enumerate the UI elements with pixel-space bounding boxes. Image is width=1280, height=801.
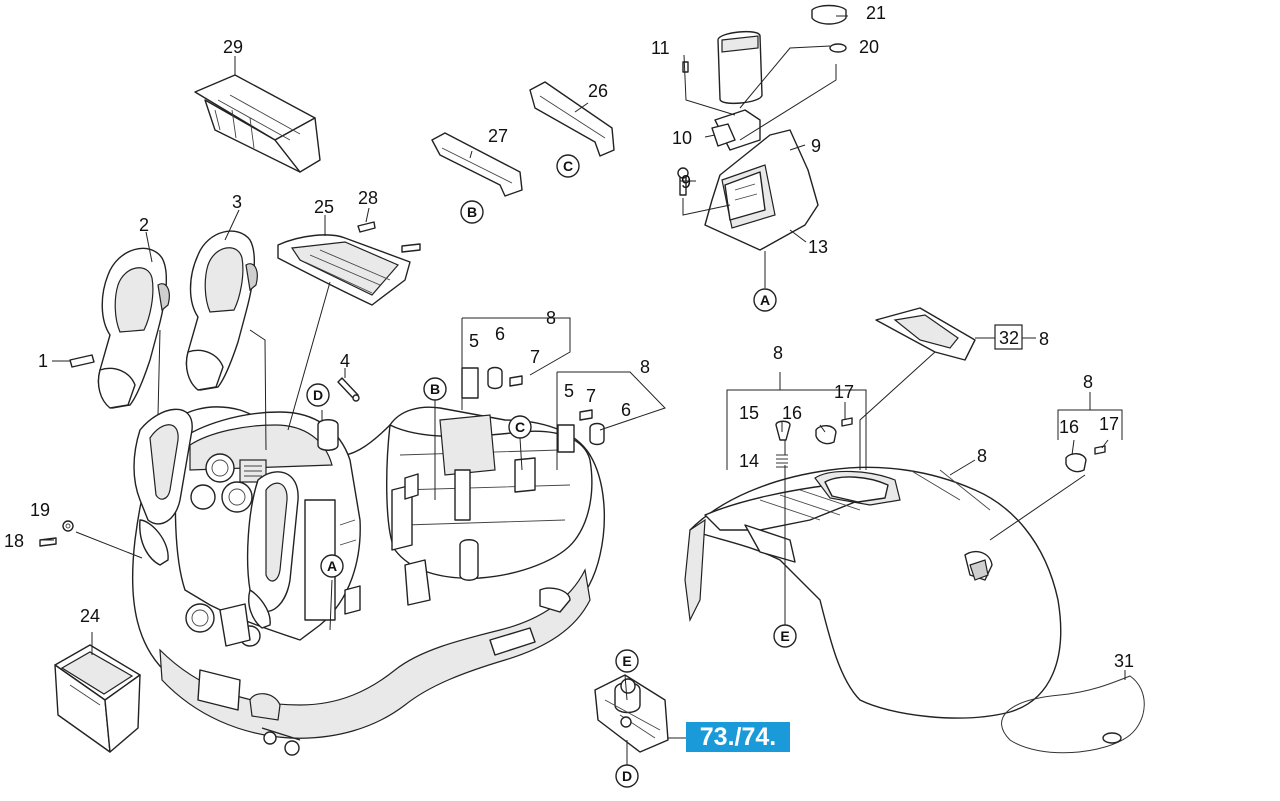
holder-part-13 — [677, 4, 847, 251]
reference-assembly-label[interactable]: 73./74. — [686, 722, 790, 752]
callout-7a: 7 — [530, 347, 540, 367]
callout-29: 29 — [223, 37, 243, 57]
callout-5a: 5 — [469, 331, 479, 351]
callout-16a: 16 — [782, 403, 802, 423]
callout-numbers: 1 2 3 4 5 5 6 6 7 7 8 8 8 8 8 8 9 9 10 1… — [4, 3, 1134, 671]
callout-28: 28 — [358, 188, 378, 208]
callout-4: 4 — [340, 351, 350, 371]
connector-B-base: B — [423, 377, 447, 401]
callout-3: 3 — [232, 192, 242, 212]
callout-19: 19 — [30, 500, 50, 520]
svg-text:B: B — [430, 381, 440, 397]
callout-31: 31 — [1114, 651, 1134, 671]
callout-8d: 8 — [1039, 329, 1049, 349]
connector-markers: A A B B C C D D — [306, 154, 797, 788]
bracket-part-27 — [431, 132, 523, 197]
connector-A-top: A — [753, 288, 777, 312]
callout-32: 32 — [999, 328, 1019, 348]
callout-21: 21 — [866, 3, 886, 23]
svg-text:B: B — [467, 204, 477, 220]
callout-24: 24 — [80, 606, 100, 626]
callout-16b: 16 — [1059, 417, 1079, 437]
callout-1: 1 — [38, 351, 48, 371]
svg-text:A: A — [327, 558, 337, 574]
connector-E-hood: E — [773, 624, 797, 648]
connector-D-base: D — [306, 383, 330, 407]
tray-part-29 — [194, 74, 321, 173]
callout-32-box — [994, 324, 1023, 350]
callout-17b: 17 — [1099, 414, 1119, 434]
callout-5b: 5 — [564, 381, 574, 401]
base-chassis — [131, 406, 606, 756]
callout-8b: 8 — [640, 357, 650, 377]
cable-part-31 — [1001, 675, 1145, 754]
parts-14-17 — [775, 417, 1106, 473]
callout-14: 14 — [739, 451, 759, 471]
callout-10: 10 — [672, 128, 692, 148]
callout-9a: 9 — [811, 136, 821, 156]
connector-E-switch: E — [615, 649, 639, 673]
callout-2: 2 — [139, 215, 149, 235]
small-fasteners — [39, 221, 605, 547]
callout-17a: 17 — [834, 382, 854, 402]
callout-13: 13 — [808, 237, 828, 257]
cover-part-25 — [277, 234, 411, 306]
callout-6b: 6 — [621, 400, 631, 420]
callout-8a: 8 — [546, 308, 556, 328]
hood-cover — [684, 466, 1062, 719]
callout-26: 26 — [588, 81, 608, 101]
bracket-part-26 — [529, 81, 615, 157]
callout-8e: 8 — [977, 446, 987, 466]
svg-text:C: C — [515, 419, 525, 435]
callout-15: 15 — [739, 403, 759, 423]
connector-D-switch: D — [615, 764, 639, 788]
handle-part-2 — [97, 247, 170, 409]
svg-text:C: C — [563, 158, 573, 174]
box-part-24 — [54, 644, 141, 753]
frame-part-32 — [875, 307, 976, 361]
switch-assembly — [594, 674, 669, 753]
svg-text:E: E — [622, 653, 631, 669]
svg-text:D: D — [313, 387, 323, 403]
callout-9b: 9 — [681, 172, 691, 192]
callout-25: 25 — [314, 197, 334, 217]
callout-6a: 6 — [495, 324, 505, 344]
connector-C-base: C — [508, 415, 532, 439]
callout-8c: 8 — [773, 343, 783, 363]
leader-lines — [40, 15, 1126, 765]
callout-7b: 7 — [586, 386, 596, 406]
callout-20: 20 — [859, 37, 879, 57]
svg-text:D: D — [622, 768, 632, 784]
svg-text:E: E — [780, 628, 789, 644]
connector-A-base: A — [320, 554, 344, 578]
svg-text:A: A — [760, 292, 770, 308]
connector-C-top: C — [556, 154, 580, 178]
callout-11: 11 — [651, 38, 670, 58]
callout-8f: 8 — [1083, 372, 1093, 392]
handle-part-3 — [185, 230, 258, 391]
callout-27: 27 — [488, 126, 508, 146]
callout-18: 18 — [4, 531, 24, 551]
connector-B-top: B — [460, 200, 484, 224]
